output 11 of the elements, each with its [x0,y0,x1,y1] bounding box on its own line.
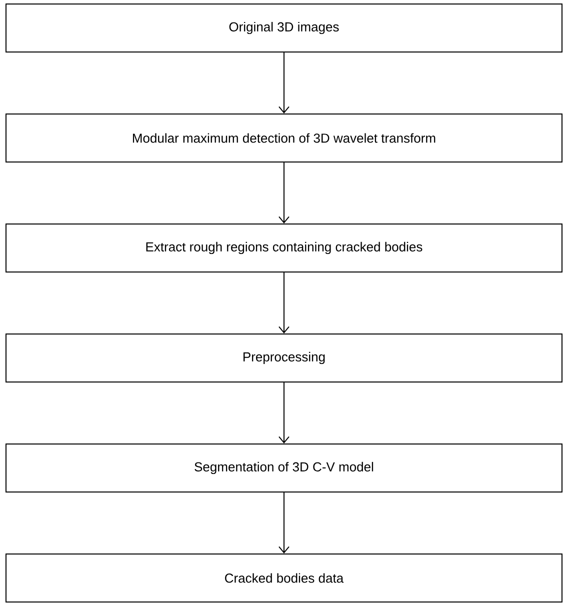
process-box: Segmentation of 3D C-V model [6,444,562,492]
arrow [278,162,290,224]
arrow [278,272,290,334]
arrow [278,382,290,444]
process-box: Cracked bodies data [6,554,562,602]
arrow [278,492,290,554]
process-box: Modular maximum detection of 3D wavelet transform [6,114,562,162]
process-box: Original 3D images [6,4,562,52]
process-box: Extract rough regions containing cracked bodies [6,224,562,272]
process-box: Preprocessing [6,334,562,382]
arrow [278,52,290,114]
